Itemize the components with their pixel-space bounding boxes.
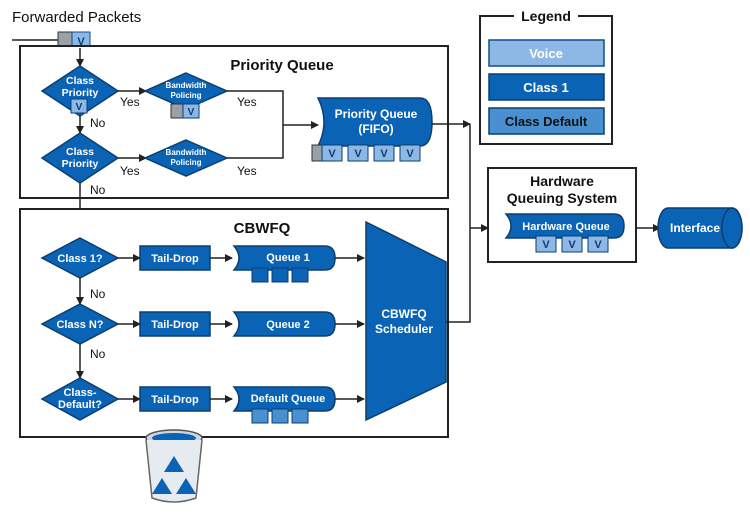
default-queue [232,386,336,412]
forwarded-packets-label: Forwarded Packets [12,9,141,26]
yes-label-3: Yes [120,164,140,178]
svg-text:V: V [328,148,336,160]
recycle-bin-icon [145,429,203,503]
svg-text:Priority: Priority [62,158,99,170]
pq-packet-2 [347,144,369,162]
pq-packet-1 [321,144,343,162]
pq-packet-striped [311,144,323,162]
svg-text:Class: Class [66,146,94,158]
priority-decision-1-label: Class [66,75,94,87]
svg-text:Class 1?: Class 1? [57,253,103,265]
yes-label-4: Yes [237,164,257,178]
no-label-2: No [90,183,106,197]
legend-class1-swatch [488,73,605,101]
priority-queue-title: Priority Queue [230,57,333,74]
cbwfq-title: CBWFQ [234,220,291,237]
decision-1-packet-v: V [76,102,83,113]
decision-1-packet [70,98,88,114]
priority-queue-fifo [316,97,433,147]
tail-drop-1 [139,245,211,271]
svg-text:Hardware Queue: Hardware Queue [522,221,609,233]
svg-text:Hardware: Hardware [530,173,594,189]
svg-text:Queue 1: Queue 1 [266,252,309,264]
svg-text:V: V [594,239,602,251]
svg-text:Class-: Class- [63,387,96,399]
incoming-packet-v: V [77,36,85,48]
svg-text:Policing: Policing [170,158,201,167]
queue-2 [232,311,336,337]
svg-text:Bandwidth: Bandwidth [166,81,207,90]
legend-voice-label: Voice [529,46,563,61]
queue-1-packet-3 [291,267,309,283]
legend-default-label: Class Default [505,114,588,129]
svg-text:Tail-Drop: Tail-Drop [151,394,199,406]
yes-label-2: Yes [237,95,257,109]
svg-text:V: V [354,148,362,160]
tail-drop-3 [139,386,211,412]
hardware-queue [504,213,625,239]
svg-text:Priority Queue: Priority Queue [335,107,418,121]
tail-drop-2 [139,311,211,337]
cbwfq-decision-class-default [40,377,120,421]
policer-1-packet-striped [170,103,184,119]
no-label-3: No [90,287,106,301]
svg-text:CBWFQ: CBWFQ [381,307,426,321]
legend-class1-label: Class 1 [523,80,569,95]
default-queue-packet-1 [251,408,269,424]
svg-text:V: V [406,148,414,160]
policer-1-packet-v: V [188,107,195,118]
legend-title: Legend [521,8,571,24]
hw-packet-1 [535,235,557,253]
svg-text:Queue 2: Queue 2 [266,319,309,331]
svg-text:Scheduler: Scheduler [375,322,433,336]
default-queue-packet-2 [271,408,289,424]
svg-text:Tail-Drop: Tail-Drop [151,253,199,265]
svg-text:Priority: Priority [62,87,99,99]
svg-text:Class N?: Class N? [56,319,103,331]
svg-text:Interface: Interface [670,221,720,235]
queue-1-packet-2 [271,267,289,283]
pq-packet-3 [373,144,395,162]
legend-default-swatch [488,107,605,135]
svg-text:V: V [568,239,576,251]
svg-text:Policing: Policing [170,91,201,100]
default-queue-packet-3 [291,408,309,424]
queue-1 [232,245,336,271]
queue-1-packet-1 [251,267,269,283]
no-label-1: No [90,116,106,130]
policer-1-packet [182,103,200,119]
no-label-4: No [90,347,106,361]
bandwidth-policing-2 [143,139,229,177]
yes-label-1: Yes [120,95,140,109]
svg-text:Tail-Drop: Tail-Drop [151,319,199,331]
svg-text:Queuing System: Queuing System [507,190,617,206]
svg-text:V: V [380,148,388,160]
svg-text:V: V [542,239,550,251]
svg-text:Default Queue: Default Queue [251,393,326,405]
svg-text:Bandwidth: Bandwidth [166,148,207,157]
cbwfq-scheduler [365,220,447,422]
svg-text:(FIFO): (FIFO) [358,122,393,136]
pq-packet-4 [399,144,421,162]
svg-text:Default?: Default? [58,399,102,411]
hw-packet-2 [561,235,583,253]
legend-voice-swatch [488,39,605,67]
hw-packet-3 [587,235,609,253]
